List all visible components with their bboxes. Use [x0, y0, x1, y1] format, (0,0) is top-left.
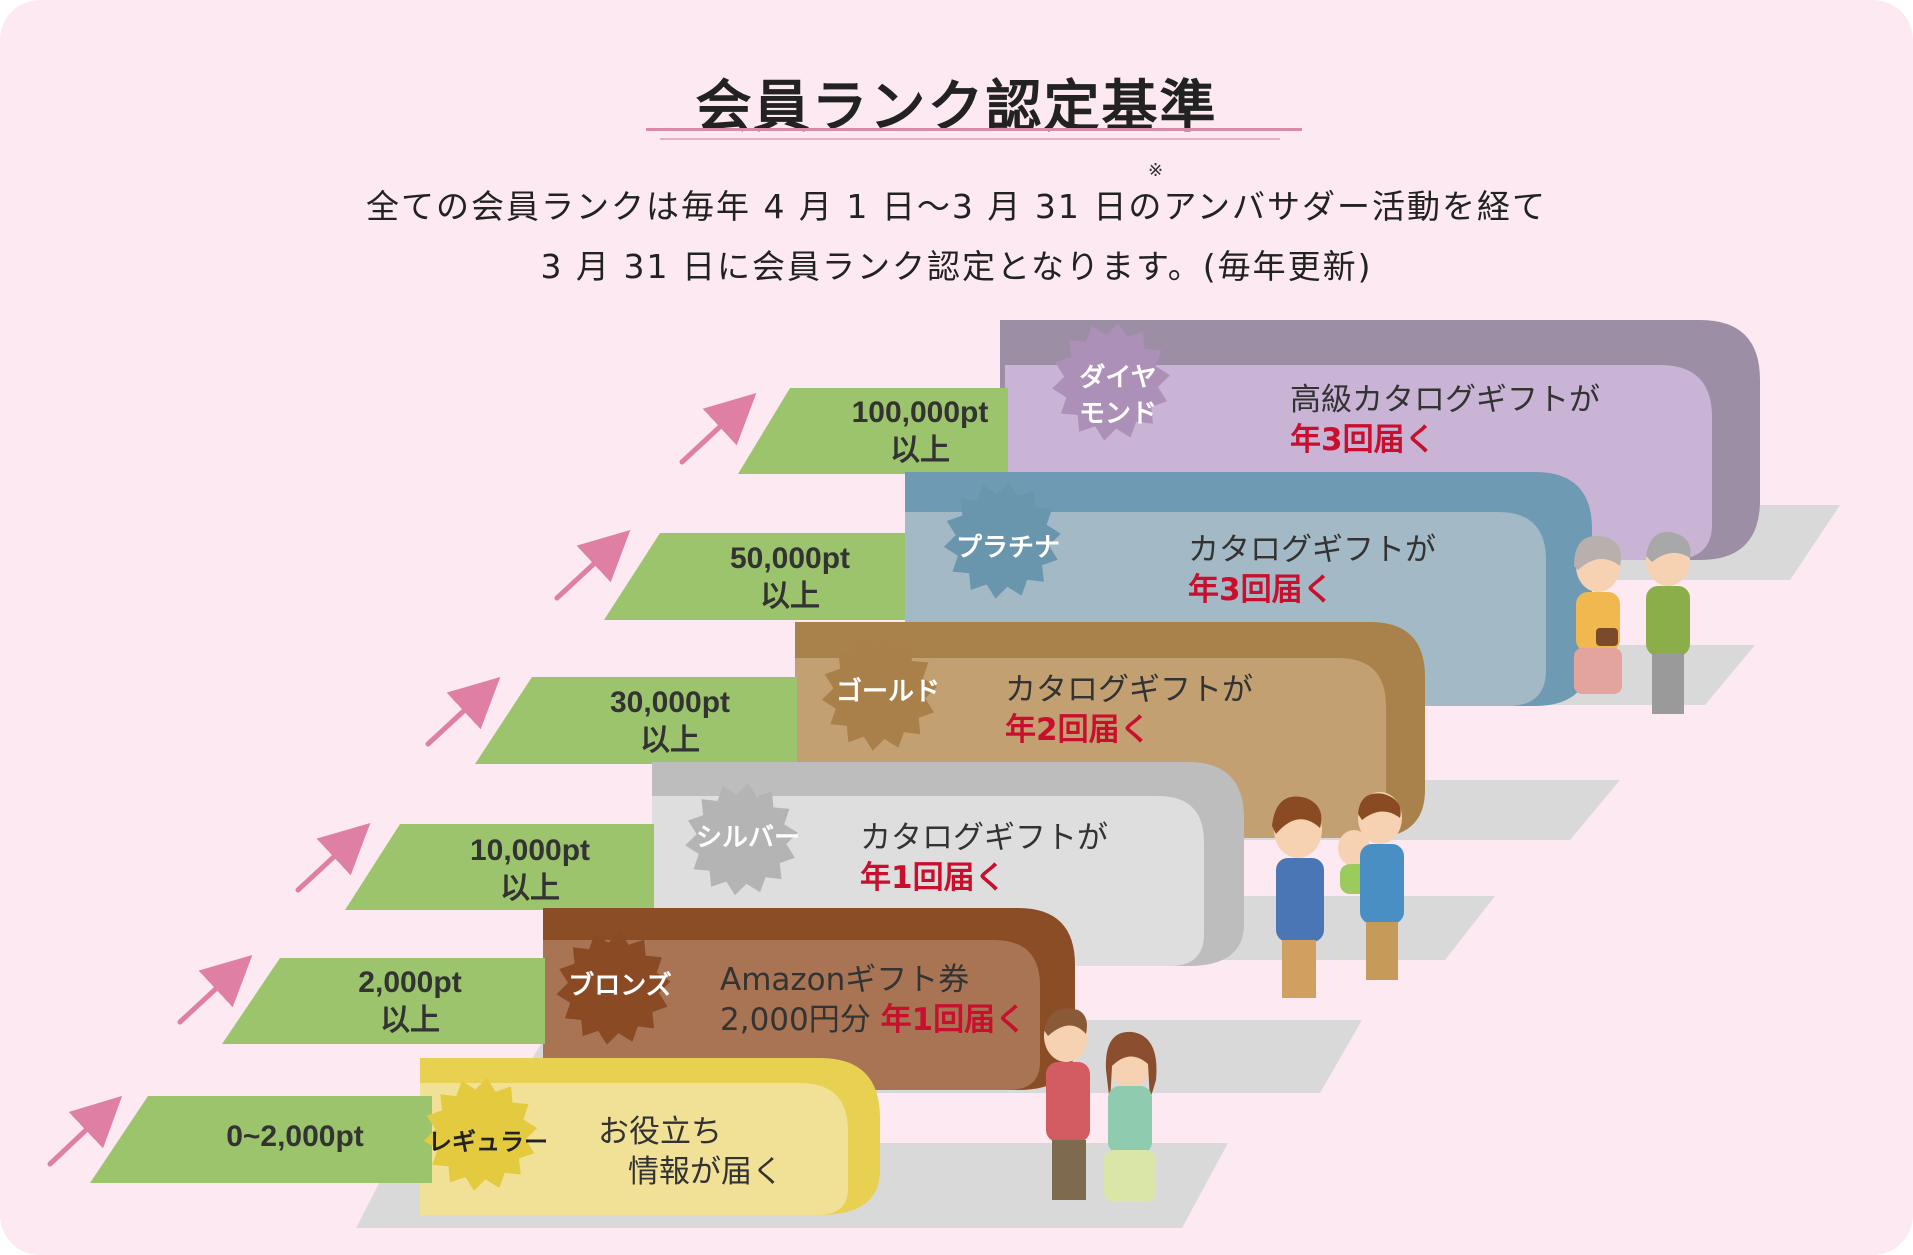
points-qualifier: 以上	[500, 872, 560, 905]
points-qualifier: 以上	[760, 580, 820, 613]
badge-label-regular: レギュラー	[428, 1128, 548, 1156]
rank-desc-diamond: 高級カタログギフトが 年3回届く	[1290, 380, 1600, 460]
points-qualifier: 以上	[380, 1004, 440, 1037]
badge-label-silver: シルバー	[695, 823, 800, 853]
arrow-bronze	[177, 955, 253, 1025]
slab-front-regular	[420, 1083, 848, 1215]
desc-line2: 情報が届く	[628, 1154, 783, 1190]
rank-desc-silver: カタログギフトが 年1回届く	[860, 818, 1108, 898]
person-legs	[1366, 922, 1398, 980]
person-hair	[1044, 1008, 1087, 1036]
desc-highlight: 年3回届く	[1290, 422, 1436, 458]
desc-amount: 2,000円分	[720, 1002, 871, 1038]
person-hair	[1358, 793, 1401, 820]
person-skirt	[1574, 648, 1622, 694]
rank-step-bronze	[177, 908, 1362, 1093]
person-body	[1276, 858, 1324, 942]
points-label-gold: 30,000pt 以上	[570, 684, 770, 760]
desc-line1: カタログギフトが	[860, 820, 1108, 856]
points-label-diamond: 100,000pt 以上	[820, 394, 1020, 470]
title-underline-secondary	[660, 138, 1280, 140]
points-value: 50,000pt	[729, 542, 851, 575]
desc-highlight: 年1回届く	[880, 1002, 1027, 1038]
couple-illustration-young	[1044, 1008, 1157, 1202]
points-value: 10,000pt	[469, 834, 591, 867]
elderly-couple-illustration	[1574, 531, 1691, 714]
arrow-silver	[295, 823, 371, 893]
person-hair	[1272, 796, 1322, 834]
rank-desc-platinum: カタログギフトが 年3回届く	[1188, 530, 1436, 610]
person-body	[1046, 1062, 1090, 1142]
points-label-platinum: 50,000pt 以上	[690, 540, 890, 616]
arrow-platinum	[554, 530, 631, 601]
points-label-regular: 0~2,000pt	[180, 1118, 410, 1156]
handbag	[1596, 628, 1618, 646]
note-mark: ※	[1148, 160, 1164, 181]
desc-line1: カタログギフトが	[1005, 672, 1253, 708]
slab-front-bronze	[543, 940, 1040, 1090]
badge-label-bronze: ブロンズ	[568, 971, 672, 1001]
rank-name-line2: モンド	[1078, 399, 1157, 429]
person-legs	[1052, 1140, 1086, 1200]
points-value: 2,000pt	[358, 966, 462, 999]
points-tag-bronze	[222, 958, 545, 1044]
person-body	[1360, 844, 1404, 924]
arrow-gold	[425, 677, 501, 747]
person-legs	[1282, 940, 1316, 998]
arrow-regular	[47, 1095, 123, 1167]
badge-regular	[423, 1078, 538, 1191]
badge-label-platinum: プラチナ	[955, 533, 1060, 563]
desc-line1: カタログギフトが	[1188, 532, 1436, 568]
arrow-diamond	[679, 392, 757, 465]
points-tag-platinum	[604, 533, 905, 620]
person-hair	[1105, 1031, 1157, 1104]
rank-desc-bronze: Amazonギフト券 2,000円分 年1回届く	[720, 960, 1026, 1040]
desc-line2: 2,000円分 年1回届く	[720, 1000, 1026, 1040]
desc-highlight: 年1回届く	[860, 860, 1006, 896]
family-illustration	[1272, 792, 1404, 998]
points-qualifier: 以上	[640, 724, 700, 757]
badge-bronze	[556, 931, 671, 1045]
person-skirt	[1104, 1150, 1156, 1202]
points-qualifier: 以上	[890, 434, 950, 467]
points-tag-gold	[475, 677, 797, 764]
title-underline	[646, 128, 1302, 131]
points-value: 0~2,000pt	[226, 1120, 364, 1153]
rank-step-regular	[47, 1058, 1228, 1228]
badge-gold	[821, 636, 937, 751]
points-tag-silver	[345, 824, 654, 910]
rank-name: ダイヤ	[1079, 363, 1157, 393]
badge-label-diamond: ダイヤ モンド	[1048, 360, 1188, 432]
person-legs	[1652, 654, 1684, 714]
badge-diamond	[1052, 323, 1170, 441]
subtitle-line2: 3 月 31 日に会員ランク認定となります。(毎年更新)	[540, 247, 1373, 286]
points-label-bronze: 2,000pt 以上	[310, 964, 510, 1040]
badge-silver	[685, 783, 798, 896]
person-hair	[1646, 531, 1691, 562]
desc-highlight: 年3回届く	[1188, 572, 1334, 608]
points-value: 100,000pt	[851, 396, 989, 429]
desc-line1: お役立ち	[598, 1114, 722, 1150]
rank-desc-gold: カタログギフトが 年2回届く	[1005, 670, 1253, 750]
desc-line1: 高級カタログギフトが	[1290, 382, 1600, 418]
points-value: 30,000pt	[609, 686, 731, 719]
person-hair	[1574, 535, 1622, 570]
person-body	[1108, 1086, 1152, 1154]
desc-highlight: 年2回届く	[1005, 712, 1151, 748]
points-label-silver: 10,000pt 以上	[430, 832, 630, 908]
badge-label-gold: ゴールド	[835, 677, 940, 707]
points-tag-regular	[90, 1096, 432, 1183]
points-tag-diamond	[738, 388, 1008, 474]
desc-line1: Amazonギフト券	[720, 962, 970, 998]
badge-platinum	[943, 482, 1061, 599]
subtitle-line1: 全ての会員ランクは毎年 4 月 1 日〜3 月 31 日のアンバサダー活動を経て	[365, 187, 1548, 226]
person-body	[1646, 586, 1690, 656]
rank-desc-regular: お役立ち 情報が届く	[598, 1112, 783, 1192]
